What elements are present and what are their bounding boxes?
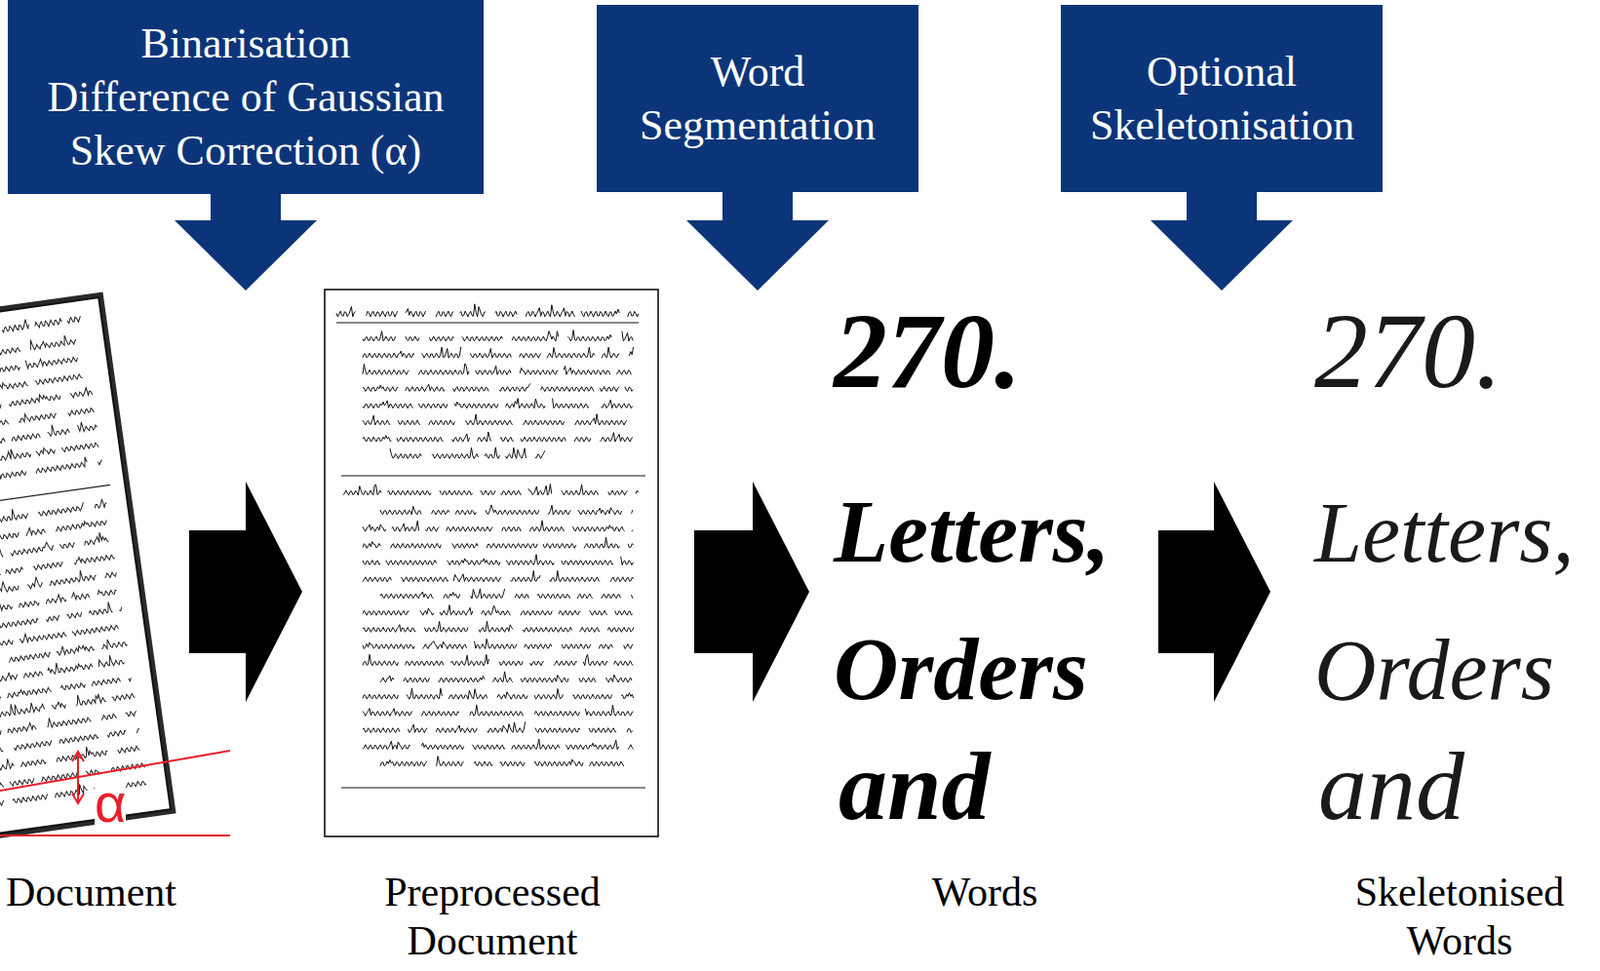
handwriting-line [0, 454, 103, 506]
page-rule [341, 474, 646, 476]
handwriting [336, 304, 639, 767]
handwriting-line [380, 505, 633, 515]
word-image: Orders [833, 624, 1089, 714]
step-text: Word Segmentation [630, 44, 885, 153]
panel-caption: Skeletonised Words [1337, 867, 1582, 966]
handwriting-line [343, 484, 639, 496]
skeleton-word: and [1318, 738, 1465, 836]
skew-marks [0, 750, 231, 836]
handwriting-line [362, 704, 633, 716]
image-panel: Preprocessed Document [304, 280, 693, 968]
handwriting-line [380, 588, 633, 599]
skewed-document [0, 292, 177, 864]
handwriting-line [390, 447, 546, 459]
arrow-head [72, 793, 84, 804]
handwriting-line [362, 330, 633, 342]
panel-caption: Words [932, 867, 1039, 917]
step-arrow [1150, 185, 1293, 291]
handwriting-line [380, 671, 632, 683]
process-box: BinarisationDifference of GaussianSkew C… [7, 0, 484, 195]
skeleton-word: Orders [1314, 627, 1555, 714]
word-image: 270. [833, 297, 1022, 405]
handwriting-line [362, 570, 634, 582]
handwriting-line [362, 605, 633, 617]
handwriting-line [336, 304, 639, 317]
handwriting-line [362, 414, 627, 426]
handwriting-line [362, 554, 633, 566]
word-image: and [838, 738, 991, 836]
skeleton-word: 270. [1314, 297, 1503, 405]
panel-caption: Preprocessed Document [375, 867, 610, 966]
skeleton-word: Letters, [1314, 490, 1574, 577]
handwriting-line [0, 311, 81, 365]
step-text: Difference of Gaussian [46, 70, 444, 124]
image-panel: Document [0, 280, 188, 968]
block-arrow [189, 481, 303, 703]
page [0, 297, 171, 859]
handwriting-line [362, 537, 634, 548]
step-arrow [174, 185, 317, 291]
page-shadow [0, 292, 177, 864]
handwriting-line [0, 671, 132, 722]
skew-arrow [77, 752, 79, 803]
handwriting-line [362, 520, 633, 532]
step-text: Binarisation [140, 16, 351, 71]
page-rule [0, 484, 111, 529]
handwriting-line [0, 435, 99, 488]
handwriting-line [362, 638, 633, 649]
page-rule [336, 321, 639, 323]
handwriting-line [362, 654, 633, 665]
handwriting-line [362, 431, 633, 442]
skew-angle: α [94, 776, 126, 831]
handwriting-line [0, 634, 128, 687]
handwriting-line [0, 333, 78, 384]
handwriting-line [0, 531, 110, 584]
arrow-head [72, 751, 84, 762]
step-text: Optional Skeletonisation [1090, 44, 1354, 153]
handwriting [0, 311, 148, 828]
step-arrows [174, 185, 1293, 291]
handwriting-line [362, 739, 634, 750]
baseline [0, 834, 231, 837]
handwriting-line [0, 418, 98, 470]
process-box: Optional Skeletonisation [1060, 4, 1383, 193]
handwriting-line [380, 756, 625, 767]
block-arrow [694, 481, 810, 703]
step-arrow [686, 185, 829, 291]
handwriting-line [0, 547, 116, 600]
process-box: Word Segmentation [596, 4, 919, 193]
handwriting-line [362, 347, 634, 358]
handwriting-line [362, 688, 634, 700]
handwriting-line [362, 398, 633, 409]
panel-caption: Document [5, 867, 177, 917]
handwriting-line [362, 721, 633, 733]
page-rule [341, 786, 646, 788]
handwriting-line [0, 350, 79, 401]
handwriting-line [0, 653, 125, 704]
preprocessed-document [324, 289, 659, 837]
handwriting-line [362, 383, 633, 391]
step-text: Skew Correction (α) [70, 123, 422, 178]
page [324, 289, 659, 837]
word-image: Letters, [833, 486, 1111, 577]
handwriting-line [362, 621, 634, 632]
handwriting-line [0, 371, 83, 419]
block-arrow [1158, 481, 1271, 703]
handwriting-line [362, 363, 631, 375]
